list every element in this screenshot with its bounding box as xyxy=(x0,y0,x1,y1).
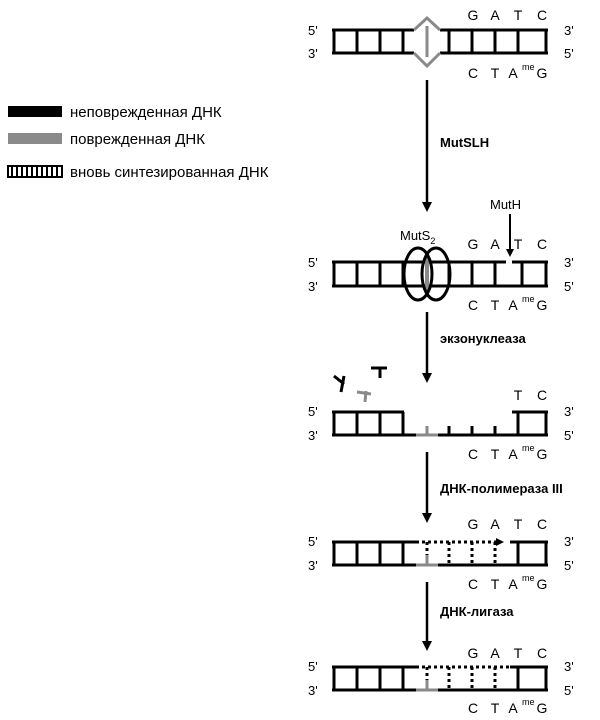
base: T xyxy=(491,297,500,313)
muts-clamp-left xyxy=(402,246,434,302)
new-strand xyxy=(416,665,510,690)
methyl-mark: me xyxy=(522,443,535,453)
base: G xyxy=(537,446,548,462)
base: T xyxy=(491,65,500,81)
base: A xyxy=(490,516,500,532)
strand-end-5-top: 5' xyxy=(308,255,318,270)
base: T xyxy=(491,446,500,462)
strand-end-5-top: 5' xyxy=(308,404,318,419)
strand-end-5-bottom-right: 5' xyxy=(564,683,574,698)
base: A xyxy=(490,645,500,661)
strand-end-5-top: 5' xyxy=(308,23,318,38)
dna-stage-4: G A T C 5' 3' 3' 5' xyxy=(308,516,574,592)
base: T xyxy=(514,516,523,532)
base: G xyxy=(537,65,548,81)
base: G xyxy=(537,700,548,716)
muts-label: MutS2 xyxy=(400,228,435,246)
strand-end-3-top-right: 3' xyxy=(564,404,574,419)
base: G xyxy=(468,236,479,252)
step-label-ligase: ДНК-лигаза xyxy=(440,604,514,619)
base: C xyxy=(537,236,547,252)
legend-swatch-undamaged xyxy=(8,106,62,117)
base: T xyxy=(514,7,523,23)
step-label-exonuclease: экзонуклеаза xyxy=(440,331,527,346)
base: C xyxy=(468,700,478,716)
base: C xyxy=(468,446,478,462)
base: C xyxy=(537,387,547,403)
bottom-bases: C T A me G xyxy=(468,443,548,462)
damaged-remnant xyxy=(416,426,438,437)
base: C xyxy=(537,516,547,532)
bottom-bases: C T A me G xyxy=(468,697,548,716)
top-bases: T C xyxy=(514,387,547,403)
top-bases: G A T C xyxy=(468,236,548,252)
methyl-mark: me xyxy=(522,697,535,707)
dna-stage-3: T C 5' 3' 3' 5' C T A xyxy=(308,366,574,462)
legend-label-new: вновь синтезированная ДНК xyxy=(70,164,269,181)
muts-clamp-right xyxy=(420,246,452,302)
base: A xyxy=(490,7,500,23)
base: C xyxy=(468,297,478,313)
base: G xyxy=(468,7,479,23)
strand-end-5-bottom-right: 5' xyxy=(564,46,574,61)
strand-end-3-top-right: 3' xyxy=(564,255,574,270)
base: C xyxy=(468,576,478,592)
legend-swatch-damaged xyxy=(8,133,62,144)
base: A xyxy=(508,65,518,81)
legend-label-undamaged: неповрежденная ДНК xyxy=(70,104,222,121)
legend-swatch-new xyxy=(7,165,63,178)
base: A xyxy=(508,700,518,716)
base: T xyxy=(514,645,523,661)
legend: неповрежденная ДНК поврежденная ДНК внов… xyxy=(7,104,269,181)
bottom-bases: C T A me G xyxy=(468,62,548,81)
dna-stage-2: MutS2 MutH G A T C 5' 3' 3' 5' xyxy=(308,197,574,313)
strand-end-3-bottom-left: 3' xyxy=(308,46,318,61)
base: G xyxy=(468,645,479,661)
base: A xyxy=(508,446,518,462)
strand-end-5-bottom-right: 5' xyxy=(564,558,574,573)
bottom-bases: C T A me G xyxy=(468,573,548,592)
base: G xyxy=(468,516,479,532)
excised-fragments xyxy=(333,366,387,403)
methyl-mark: me xyxy=(522,62,535,72)
base: G xyxy=(537,576,548,592)
base: G xyxy=(537,297,548,313)
mismatch xyxy=(412,15,442,69)
top-bases: G A T C xyxy=(468,7,548,23)
base: C xyxy=(537,7,547,23)
base: T xyxy=(514,387,523,403)
strand-end-3-top-right: 3' xyxy=(564,659,574,674)
base: C xyxy=(537,645,547,661)
strand-end-3-bottom-left: 3' xyxy=(308,279,318,294)
dna-stage-5: G A T C 5' 3' 3' 5' xyxy=(308,645,574,716)
legend-label-damaged: поврежденная ДНК xyxy=(70,131,205,148)
strand-end-3-top-right: 3' xyxy=(564,23,574,38)
base: A xyxy=(508,297,518,313)
strand-end-5-bottom-right: 5' xyxy=(564,279,574,294)
strand-end-5-bottom-right: 5' xyxy=(564,428,574,443)
step-label-polymerase: ДНК-полимераза III xyxy=(440,481,563,496)
bottom-bases: C T A me G xyxy=(468,294,548,313)
dna-stage-1: 5' 3' 3' 5' G A T C xyxy=(308,7,574,81)
methyl-mark: me xyxy=(522,573,535,583)
top-bases: G A T C xyxy=(468,516,548,532)
strand-end-3-bottom-left: 3' xyxy=(308,428,318,443)
base: A xyxy=(508,576,518,592)
base: C xyxy=(468,65,478,81)
new-strand xyxy=(416,538,504,565)
strand-end-5-top: 5' xyxy=(308,534,318,549)
top-bases: G A T C xyxy=(468,645,548,661)
base: T xyxy=(491,700,500,716)
muth-label: MutH xyxy=(490,197,521,212)
strand-end-3-bottom-left: 3' xyxy=(308,558,318,573)
strand-end-3-bottom-left: 3' xyxy=(308,683,318,698)
base: A xyxy=(490,236,500,252)
methyl-mark: me xyxy=(522,294,535,304)
step-label-mutslh: MutSLH xyxy=(440,135,489,150)
strand-end-5-top: 5' xyxy=(308,659,318,674)
base: T xyxy=(491,576,500,592)
strand-end-3-top-right: 3' xyxy=(564,534,574,549)
base: T xyxy=(514,236,523,252)
